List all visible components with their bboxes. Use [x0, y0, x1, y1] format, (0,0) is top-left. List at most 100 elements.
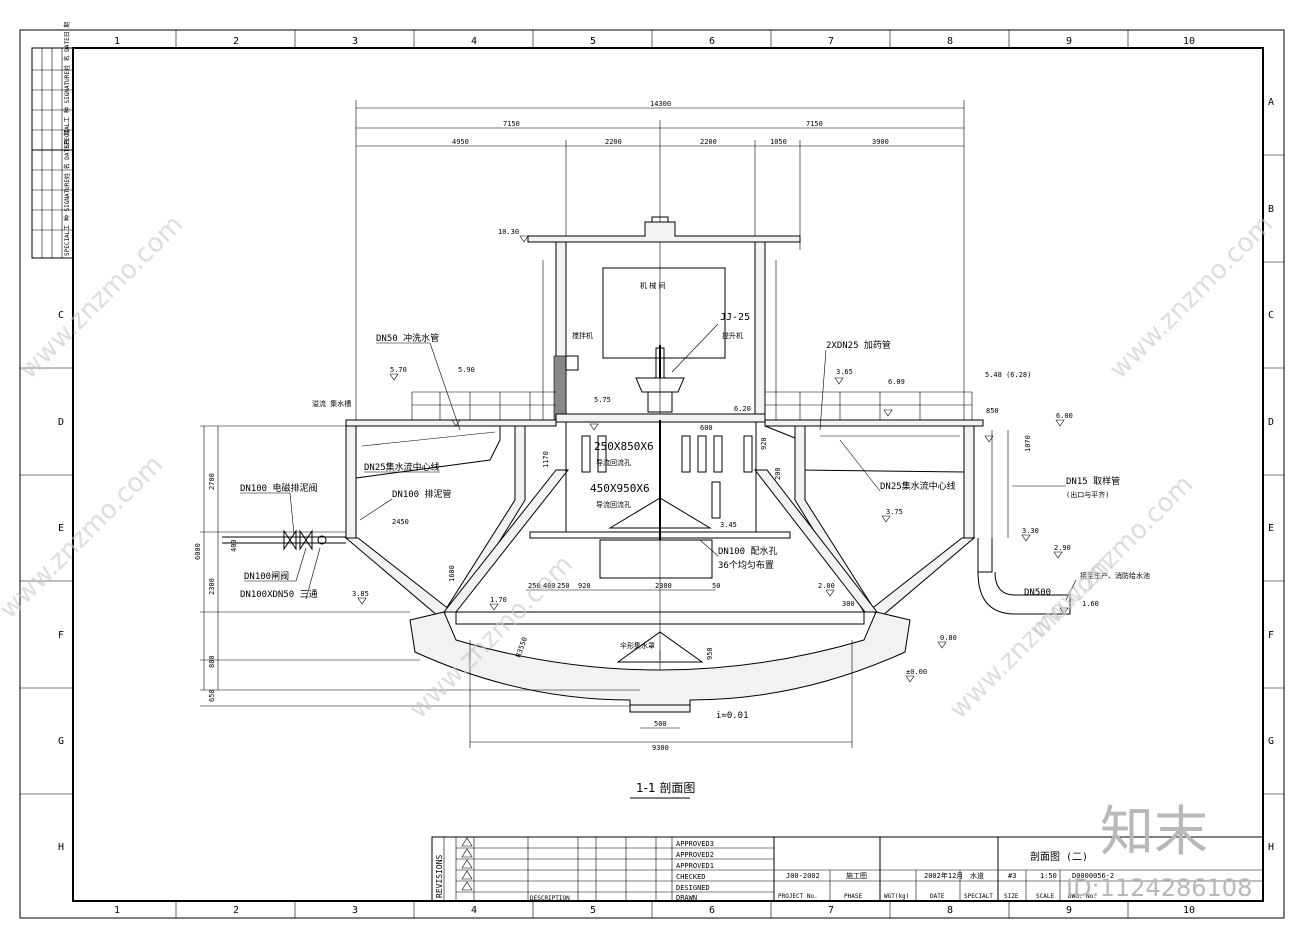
col-label: 3	[352, 905, 358, 916]
dim-seg-a: 4950	[452, 138, 469, 146]
elev-1030: 10.30	[498, 228, 519, 236]
elev-000: ±0.00	[906, 668, 927, 676]
leader-lines	[240, 342, 1077, 660]
col-label: 6	[709, 905, 715, 916]
col-label: 1	[114, 36, 120, 47]
row-label: G	[1268, 736, 1274, 747]
label-dn500: DN500	[1024, 588, 1051, 598]
tb-wgt: WGT(kg)	[884, 893, 909, 900]
dim-850: 850	[986, 407, 999, 415]
watermark-site: www.znzmo.com	[1104, 210, 1279, 385]
tb-phase: PHASE	[844, 893, 862, 900]
dim-920: 920	[760, 437, 768, 450]
sludge-hood	[616, 631, 704, 663]
elevation-labels: 10.30 5.70 5.90 5.75 6.20 3.65 6.09 5.48…	[352, 228, 1099, 676]
baffle-right	[753, 469, 879, 613]
row-labels-left: C D E F G H	[58, 310, 64, 853]
label-mixer: 搅拌机	[572, 331, 593, 340]
tb-size: SIZE	[1004, 893, 1019, 900]
elev-600: 6.00	[1056, 412, 1073, 420]
col-label: 8	[947, 905, 953, 916]
tb-date: DATE	[930, 893, 945, 900]
dim-half-left: 7150	[503, 120, 520, 128]
left-dim-texts: 6000 2700 2300 800 650 400	[194, 473, 238, 702]
label-dn100x50: DN100XDN50 三通	[240, 589, 318, 600]
signature-strip: SPECIAL工 种 SIGNATURE姓 名 DATE日 期 SPECIAL工…	[31, 22, 74, 259]
tb-scale-val: 1:50	[1040, 872, 1057, 880]
bottom-dimensions	[469, 589, 853, 748]
col-label: 3	[352, 36, 358, 47]
label-right-note: 接至生产、消防给水池	[1080, 571, 1150, 580]
row-label: H	[58, 842, 64, 853]
row-label: H	[1268, 842, 1274, 853]
row-label: E	[1268, 523, 1274, 534]
dim-1170: 1170	[542, 451, 550, 468]
slope-left	[344, 537, 451, 617]
dim-300: 300	[842, 600, 855, 608]
dim-v1600: 1600	[448, 565, 456, 582]
dim-bot-b: 400	[543, 582, 556, 590]
callout-labels: DN50 冲洗水管 溢流 集水槽 DN25集水流中心线 DN100 排泥管 DN…	[240, 332, 1150, 721]
dim-seg-b: 2200	[605, 138, 622, 146]
tb-approved3: APPROVED3	[676, 840, 714, 848]
row-label: E	[58, 523, 64, 534]
col-label: 4	[471, 905, 477, 916]
dim-600: 600	[700, 424, 713, 432]
hatched-stair	[553, 355, 567, 421]
label-dn100-left: DN100 排泥管	[392, 488, 452, 500]
tb-approved1: APPROVED1	[676, 862, 714, 870]
walkway-railing-right	[765, 391, 973, 420]
dim-r3550: R3550	[514, 636, 529, 659]
elev-365: 3.65	[836, 368, 853, 376]
tb-scale: SCALE	[1036, 893, 1054, 900]
strip-text-top: SPECIAL工 种 SIGNATURE姓 名 DATE日 期	[63, 22, 71, 148]
strip-text-bottom: SPECIAL工 种 SIGNATURE姓 名 DATE日 期	[63, 130, 71, 256]
tb-designed: DESIGNED	[676, 884, 710, 892]
watermark-site: www.znzmo.com	[0, 450, 169, 625]
dim-bot-c: 250	[557, 582, 570, 590]
col-label: 1	[114, 905, 120, 916]
row-label: A	[1268, 97, 1274, 108]
dim-v-total: 6000	[194, 543, 202, 560]
outlet-riser	[977, 538, 993, 573]
grid-ticks	[20, 30, 1284, 918]
elev-330: 3.30	[1022, 527, 1039, 535]
col-label: 9	[1066, 905, 1072, 916]
dim-bot-a: 250	[528, 582, 541, 590]
title-block	[431, 836, 1264, 902]
tb-size-val: #3	[1008, 872, 1016, 880]
dim-seg-e: 3900	[872, 138, 889, 146]
dim-overall: 14300	[650, 100, 671, 108]
dim-v-mid: 2300	[208, 578, 216, 595]
col-label: 2	[233, 36, 239, 47]
tb-proj-no-val: J00-2002	[786, 872, 820, 880]
elev-620: 6.20	[734, 405, 751, 413]
tb-phase-val: 施工图	[846, 871, 867, 880]
label-win1: 250X850X6	[594, 440, 654, 453]
tb-drawn: DRAWN	[676, 894, 697, 902]
label-win2-sub: 导流回流孔	[596, 500, 631, 509]
label-dn100-gate: DN100闸阀	[244, 571, 289, 582]
tb-drawing-title: 剖面图 (二)	[1030, 850, 1088, 863]
deck-right	[764, 419, 984, 427]
label-jj25: JJ-25	[720, 312, 750, 323]
label-win2: 450X950X6	[590, 482, 650, 495]
top-dim-texts: 14300 7150 7150 4950 2200 2200 1050 3900	[452, 100, 889, 146]
tb-proj-no: PROJECT No.	[778, 893, 818, 900]
outlet-pipe	[977, 571, 1071, 615]
tb-date-val: 2002年12月	[924, 871, 963, 880]
bottom-dim-texts: 9300 500 250 400 250 920 2300 50 950 160…	[392, 407, 1032, 752]
slope-right	[869, 537, 976, 617]
outer-wall-left	[345, 425, 357, 539]
mixer-assembly	[635, 345, 685, 413]
title-block-texts: REVISIONS APPROVED3 APPROVED2 APPROVED1 …	[435, 840, 1114, 902]
inner-cone-right	[794, 425, 877, 613]
row-label: F	[58, 630, 64, 641]
elev-345: 3.45	[720, 521, 737, 529]
label-lifter: 提升机	[722, 331, 743, 340]
deck-left	[345, 419, 557, 427]
label-dn100-valve: DN100 电磁排泥阀	[240, 482, 318, 494]
inlet-pipe-left	[222, 529, 346, 551]
row-label: F	[1268, 630, 1274, 641]
elev-590: 5.90	[458, 366, 475, 374]
